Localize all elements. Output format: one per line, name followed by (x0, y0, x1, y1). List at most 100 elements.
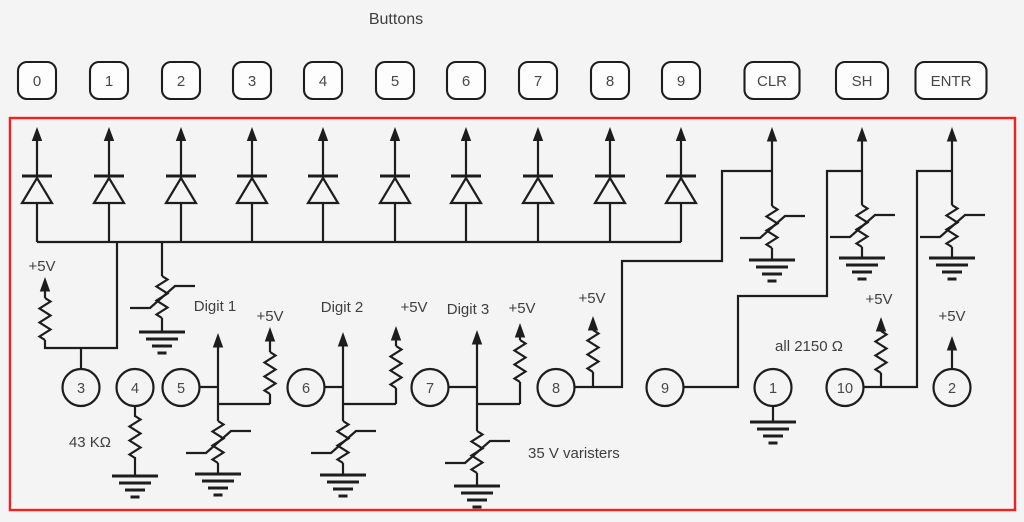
node-circle (61, 367, 101, 408)
wire-run (863, 169, 952, 389)
digit2-branch: Digit 2 +5V (309, 299, 428, 498)
pullup-resistor (586, 328, 600, 374)
keypad-button-9: 9 (660, 60, 702, 101)
node-10: 10 (825, 367, 865, 408)
node-circle (115, 367, 155, 408)
keypad-button-1: 1 (88, 60, 130, 101)
button-outline (445, 60, 487, 101)
node-label: 1 (769, 381, 777, 397)
ground-symbol (747, 258, 797, 283)
button-outline (517, 60, 559, 101)
button-label: 1 (105, 73, 113, 90)
plus5v-label: +5V (938, 308, 965, 325)
digit2-connector-arrow-icon (337, 332, 349, 347)
plus5v-arrow-icon (390, 326, 402, 341)
button-label: 9 (677, 73, 685, 90)
varistor (918, 203, 987, 249)
node-8: 8 (536, 367, 576, 408)
ground-symbol (452, 484, 502, 509)
node-label: 8 (552, 381, 560, 397)
wire-run (448, 337, 522, 431)
resistor (38, 296, 52, 342)
plus5v-label: +5V (578, 290, 605, 307)
clr-column (738, 127, 807, 283)
node-label: 5 (177, 381, 185, 397)
button-outline (834, 60, 890, 101)
diode-3 (235, 125, 269, 244)
ground-symbol (193, 472, 243, 497)
keypad-button-entr: ENTR (914, 60, 988, 101)
digit3-branch: Digit 3 +5V 35 V varisters (443, 300, 620, 509)
diode-9 (664, 125, 698, 244)
plus5v-label: +5V (508, 300, 535, 317)
diode-5 (378, 125, 412, 244)
button-outline (660, 60, 702, 101)
button-label: 7 (534, 73, 542, 90)
ground-symbol (837, 256, 887, 281)
circuit-boundary-frame (8, 116, 1017, 512)
node1-ground-branch (748, 406, 798, 445)
button-outline (302, 60, 344, 101)
wire-run (574, 169, 772, 389)
keypad-row: 0 1 2 3 4 5 6 7 8 9 CLR SH ENTR (16, 60, 988, 101)
button-label: 2 (177, 73, 185, 90)
ground-symbol (110, 474, 160, 499)
varisters-label: 35 V varisters (528, 445, 620, 462)
keypad-button-6: 6 (445, 60, 487, 101)
plus5v-arrow-icon (264, 327, 276, 342)
node-3: 3 (61, 367, 101, 408)
keypad-button-5: 5 (374, 60, 416, 101)
pullup-resistor (263, 350, 277, 396)
diode-8 (593, 125, 627, 244)
digit1-branch: Digit 1 +5V (184, 298, 284, 497)
node2-plus5v-branch: +5V (938, 308, 966, 370)
ground-symbol (137, 330, 187, 355)
button-outline (743, 60, 801, 101)
node-7: 7 (410, 367, 450, 408)
button-label: 0 (33, 73, 41, 90)
keypad-button-7: 7 (517, 60, 559, 101)
sh-column (828, 127, 897, 281)
ground-symbol (927, 256, 977, 281)
plus5v-arrow-icon (875, 317, 887, 332)
node10-entr-branch: +5V (863, 169, 952, 389)
node3-pullup-branch: +5V (28, 242, 119, 370)
varistor (128, 274, 197, 320)
digit3-label: Digit 3 (447, 301, 490, 318)
button-label: SH (852, 73, 873, 90)
node9-sh-branch (683, 169, 862, 389)
plus5v-label: +5V (865, 291, 892, 308)
node-circle (286, 367, 326, 408)
node-label: 3 (77, 381, 85, 397)
keypad-button-0: 0 (16, 60, 58, 101)
keypad-button-3: 3 (231, 60, 273, 101)
plus5v-arrow-icon (946, 336, 958, 351)
varistor (184, 419, 253, 465)
digit1-label: Digit 1 (194, 298, 237, 315)
node-circle (536, 367, 576, 408)
node-circle (932, 367, 972, 408)
sh-connector-arrow-icon (856, 127, 868, 142)
ground-symbol (318, 473, 368, 498)
button-outline (88, 60, 130, 101)
plus5v-label: +5V (28, 258, 55, 275)
digit2-label: Digit 2 (321, 299, 364, 316)
node-circle (753, 367, 793, 408)
button-outline (231, 60, 273, 101)
node-circle (825, 367, 865, 408)
node-circle (161, 367, 201, 408)
diode-0 (20, 125, 54, 244)
bus-varistor-branch (128, 242, 197, 355)
node-label: 4 (131, 381, 139, 397)
node-circle (410, 367, 450, 408)
button-outline (914, 60, 988, 101)
node-1: 1 (753, 367, 793, 408)
all2150-label: all 2150 Ω (775, 338, 843, 355)
node-2: 2 (932, 367, 972, 408)
node4-resistor-branch: 43 KΩ (69, 406, 160, 499)
varistor (738, 204, 807, 250)
digit1-connector-arrow-icon (212, 333, 224, 348)
buttons-title: Buttons (369, 11, 423, 28)
